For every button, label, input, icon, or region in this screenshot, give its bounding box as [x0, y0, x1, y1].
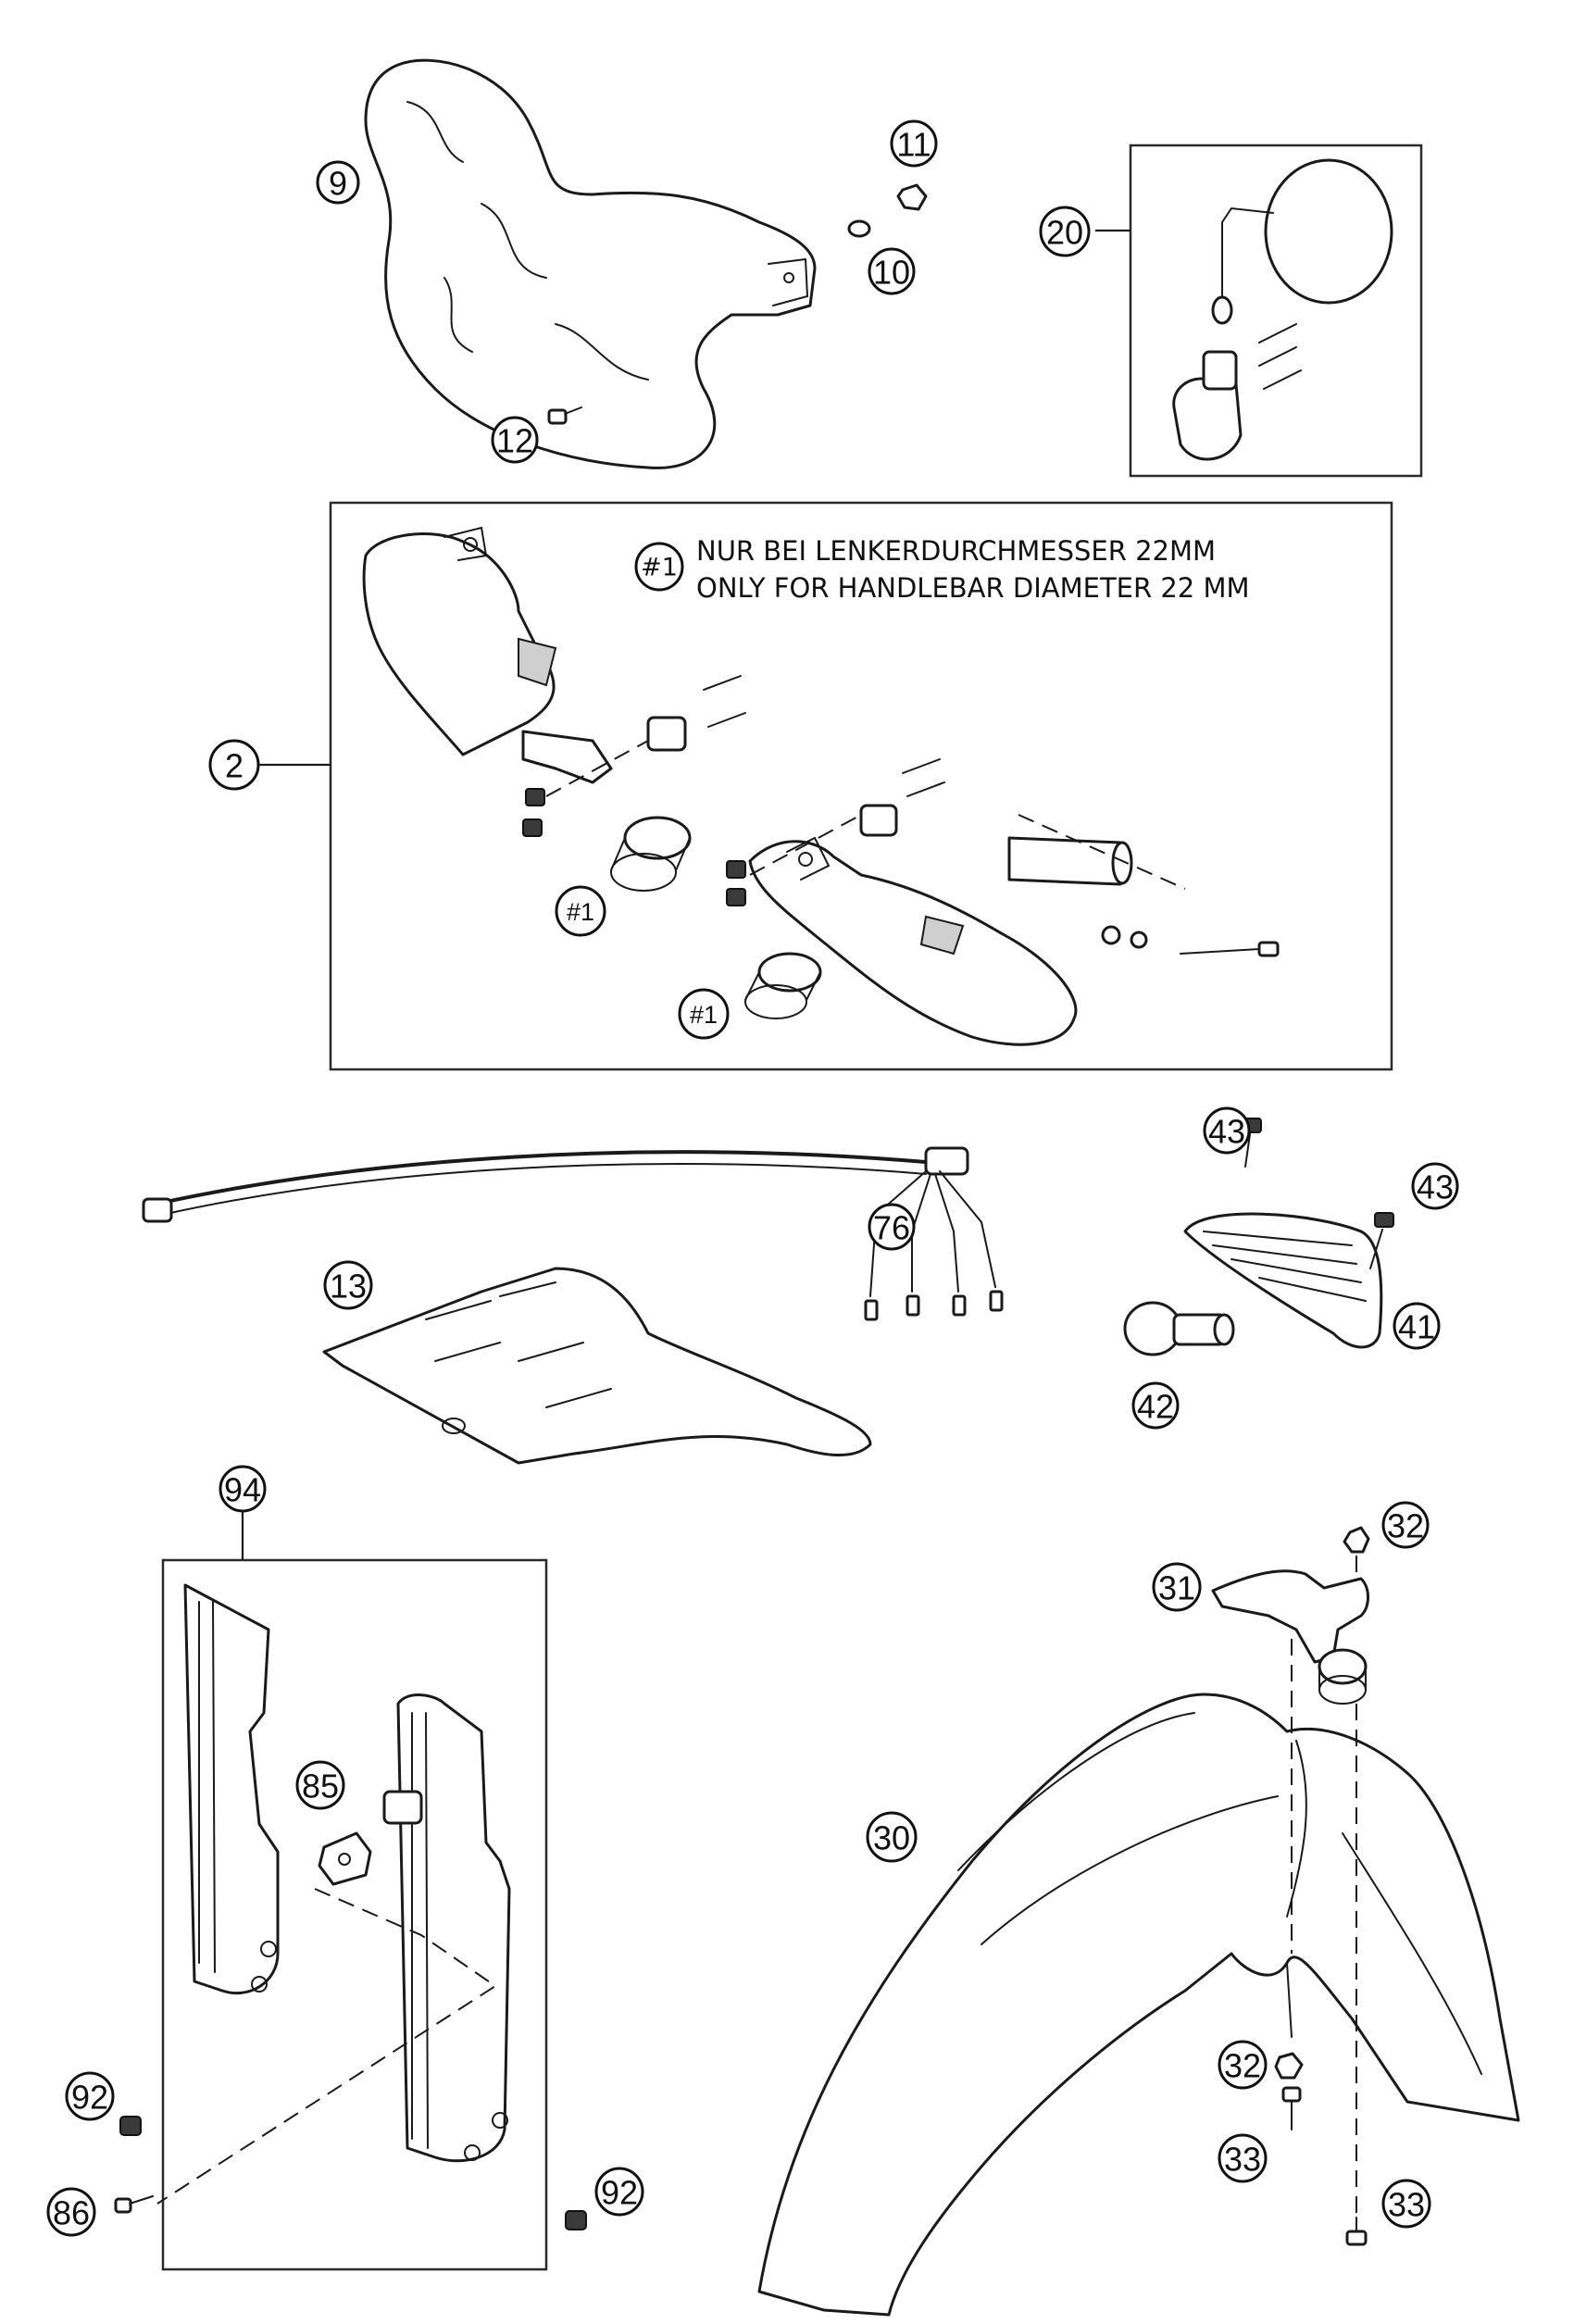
callout-86: 86 — [46, 2187, 96, 2237]
screw-part-33-left — [1281, 2086, 1302, 2130]
fork-guard-left — [183, 1583, 280, 1995]
note-line-english: ONLY FOR HANDLEBAR DIAMETER 22 MM — [696, 572, 1250, 604]
svg-text:92: 92 — [71, 2079, 108, 2117]
svg-text:30: 30 — [873, 1819, 910, 1857]
callout-11: 11 — [890, 119, 938, 168]
callout-43-right: 43 — [1411, 1162, 1459, 1210]
right-clamp-hardware — [726, 758, 945, 906]
callout-31: 31 — [1152, 1562, 1202, 1612]
fork-guard-right — [382, 1693, 511, 2163]
left-handguard-part — [362, 526, 613, 784]
svg-text:#1: #1 — [641, 554, 678, 582]
bar-adapter-upper — [610, 816, 692, 892]
mirror-part — [1172, 158, 1393, 461]
screw-part-33-right — [1345, 2217, 1368, 2246]
svg-text:33: 33 — [1388, 2186, 1425, 2224]
callout-76: 76 — [868, 1203, 916, 1251]
callout-30: 30 — [866, 1811, 918, 1863]
svg-text:42: 42 — [1137, 1388, 1174, 1426]
brake-line-clip-part — [156, 1831, 497, 2205]
fastener-dashes — [1291, 1639, 1357, 2222]
svg-text:10: 10 — [873, 254, 910, 292]
right-handguard-part — [748, 836, 1280, 1046]
callout-33-left: 33 — [1218, 2133, 1268, 2183]
fork-guard-kit-frame — [161, 1558, 548, 2271]
svg-text:43: 43 — [1417, 1168, 1454, 1206]
callout-92-left: 92 — [65, 2071, 115, 2121]
front-fender-part — [757, 1693, 1520, 2317]
callout-2: 2 — [208, 739, 260, 791]
callout-32-lower: 32 — [1218, 2040, 1268, 2090]
bar-adapter-lower — [744, 952, 822, 1019]
callout-43-left: 43 — [1203, 1106, 1251, 1155]
left-clamp-hardware — [522, 675, 746, 837]
svg-text:32: 32 — [1224, 2047, 1261, 2085]
svg-text:#1: #1 — [567, 898, 594, 926]
handguard-kit-frame — [329, 501, 1393, 1071]
svg-text:94: 94 — [224, 1471, 261, 1509]
note-marker: #1 — [634, 542, 684, 592]
callout-1-lower: #1 — [678, 988, 730, 1040]
fender-bracket-part-31 — [1211, 1569, 1369, 1705]
nut-part-32-upper — [1343, 1526, 1370, 1574]
callout-94: 94 — [219, 1465, 267, 1513]
nut-part-11 — [896, 183, 928, 211]
callout-41: 41 — [1393, 1302, 1441, 1350]
svg-text:32: 32 — [1387, 1507, 1424, 1545]
svg-text:33: 33 — [1224, 2141, 1261, 2179]
svg-text:9: 9 — [329, 165, 347, 203]
svg-text:20: 20 — [1046, 214, 1083, 252]
svg-text:31: 31 — [1158, 1569, 1195, 1607]
headlight-mask-part — [364, 58, 817, 469]
callout-12: 12 — [491, 416, 539, 464]
callout-20: 20 — [1039, 206, 1091, 257]
callout-9: 9 — [316, 160, 360, 205]
screw-part-92-left — [119, 2116, 142, 2136]
callout-33-right: 33 — [1381, 2179, 1431, 2229]
note-line-german: NUR BEI LENKERDURCHMESSER 22MM — [696, 535, 1216, 567]
screw-part-12 — [547, 406, 582, 425]
svg-text:43: 43 — [1208, 1113, 1245, 1151]
washer-part-32-lower — [1274, 2052, 1304, 2080]
svg-text:2: 2 — [225, 747, 244, 785]
callout-32-upper: 32 — [1381, 1501, 1430, 1549]
mirror-kit-frame — [1129, 144, 1423, 478]
svg-text:12: 12 — [496, 422, 533, 460]
callout-85: 85 — [295, 1760, 345, 1810]
callout-1-upper: #1 — [555, 885, 606, 937]
svg-text:#1: #1 — [690, 1001, 718, 1029]
screw-part-92-right — [565, 2210, 587, 2230]
svg-text:41: 41 — [1398, 1308, 1435, 1346]
handlebar-section — [1007, 814, 1186, 890]
bulb-part-42 — [1123, 1301, 1235, 1356]
rear-fender-part — [322, 1267, 872, 1465]
callout-10: 10 — [868, 247, 916, 295]
callout-42: 42 — [1131, 1381, 1180, 1430]
svg-text:11: 11 — [896, 126, 931, 164]
svg-text:76: 76 — [873, 1209, 910, 1247]
tail-light-part — [1183, 1212, 1383, 1349]
svg-text:92: 92 — [601, 2174, 638, 2212]
screw-part-86 — [114, 2195, 154, 2214]
svg-text:86: 86 — [53, 2194, 90, 2232]
washer-part-10 — [847, 219, 871, 238]
svg-text:85: 85 — [302, 1768, 339, 1805]
handlebar-note: #1 NUR BEI LENKERDURCHMESSER 22MM ONLY F… — [634, 535, 1250, 604]
callout-13: 13 — [323, 1260, 373, 1310]
screw-part-43-right — [1369, 1212, 1394, 1269]
svg-text:13: 13 — [330, 1268, 367, 1306]
callout-92-right: 92 — [594, 2167, 644, 2217]
